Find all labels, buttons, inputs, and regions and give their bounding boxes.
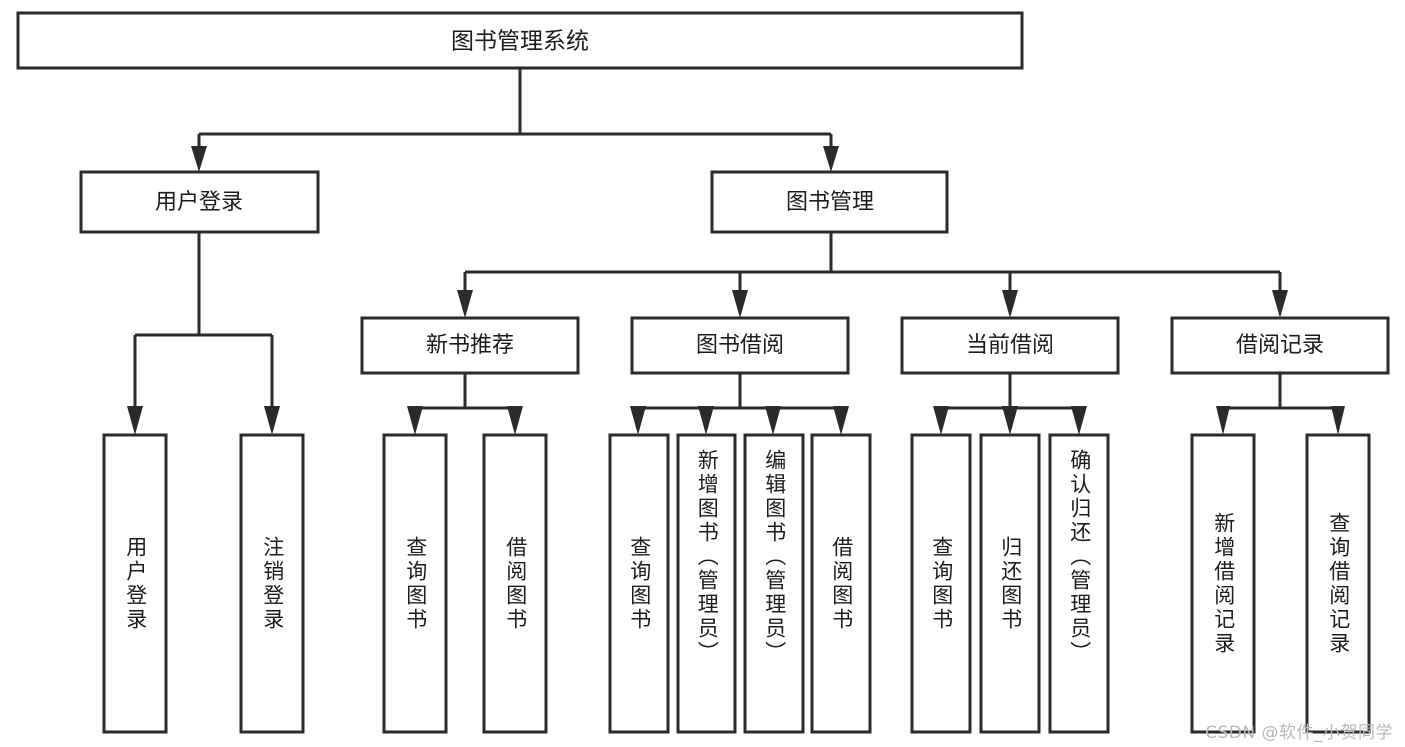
node-borrow-record[interactable]: 借阅记录 [1170, 316, 1390, 375]
leaf-box-borrow-book-a[interactable] [482, 433, 548, 734]
node-new-book-recommend[interactable]: 新书推荐 [360, 316, 580, 375]
arrow-head-leaf-query-book-a [407, 406, 423, 435]
arrow-head-user-login [191, 146, 207, 172]
node-user-login-label: 用户登录 [155, 190, 243, 215]
node-current-borrow-box[interactable] [900, 316, 1120, 375]
arrow-head-leaf-confirm-return [1071, 406, 1087, 435]
arrow-head-leaf-add-record [1216, 406, 1230, 435]
node-current-borrow[interactable]: 当前借阅 [900, 316, 1120, 375]
connector-group-book-borrow-to-leaves [630, 373, 849, 435]
arrow-head-leaf-return-book [1002, 406, 1018, 435]
connector-group-current-borrow-to-leaves [933, 373, 1087, 435]
leaf-box-query-record[interactable] [1305, 433, 1371, 734]
arrow-head-leaf-borrow-book-b [833, 406, 849, 435]
arrow-head-leaf-logout [264, 406, 280, 435]
leaf-boxes-new-book-recommend [382, 433, 548, 734]
leaf-box-query-book-a[interactable] [382, 433, 448, 734]
node-book-borrow-label: 图书借阅 [696, 333, 784, 358]
leaf-boxes-borrow-record [1190, 433, 1371, 734]
leaf-box-query-book-c[interactable] [910, 433, 972, 734]
node-root-label: 图书管理系统 [451, 29, 589, 55]
node-new-book-recommend-box[interactable] [360, 316, 580, 375]
node-book-manage[interactable]: 图书管理 [710, 170, 949, 234]
node-root-box[interactable] [16, 11, 1024, 70]
arrow-head-current-borrow [1002, 290, 1018, 318]
connector-group-book-manage-to-level3 [457, 232, 1288, 318]
node-borrow-record-label: 借阅记录 [1236, 333, 1324, 358]
leaf-box-add-record[interactable] [1190, 433, 1256, 734]
arrow-head-new-book-recommend [457, 290, 473, 318]
node-book-borrow[interactable]: 图书借阅 [630, 316, 850, 375]
leaf-boxes-user-login [102, 433, 305, 734]
connector-group-root-to-level2 [191, 68, 839, 172]
arrow-head-leaf-borrow-book-a [507, 406, 523, 435]
node-current-borrow-label: 当前借阅 [966, 333, 1054, 358]
leaf-box-user-login[interactable] [102, 433, 168, 734]
connector-group-borrow-record-to-leaves [1216, 373, 1345, 435]
arrow-head-leaf-user-login [127, 406, 143, 435]
connector-group-new-book-to-leaves [407, 373, 523, 435]
arrow-head-book-borrow [732, 290, 748, 318]
node-user-login[interactable]: 用户登录 [79, 170, 320, 234]
leaf-box-return-book[interactable] [979, 433, 1041, 734]
node-book-borrow-box[interactable] [630, 316, 850, 375]
arrow-head-leaf-query-book-b [630, 406, 646, 435]
leaf-boxes-current-borrow [910, 433, 1110, 734]
leaf-box-edit-book[interactable] [743, 433, 805, 734]
arrow-head-leaf-query-book-c [933, 406, 949, 435]
arrow-head-book-manage [823, 146, 839, 172]
csdn-watermark: CSDN @软件_小贺同学 [1205, 723, 1393, 743]
arrow-head-leaf-edit-book [765, 406, 781, 435]
node-new-book-recommend-label: 新书推荐 [426, 333, 514, 358]
leaf-box-add-book[interactable] [676, 433, 737, 734]
node-root[interactable]: 图书管理系统 [16, 11, 1024, 70]
leaf-box-query-book-b[interactable] [608, 433, 670, 734]
connector-group-user-login-to-leaves [127, 232, 280, 435]
node-borrow-record-box[interactable] [1170, 316, 1390, 375]
leaf-box-borrow-book-b[interactable] [810, 433, 872, 734]
node-book-manage-box[interactable] [710, 170, 949, 234]
leaf-box-logout[interactable] [239, 433, 305, 734]
node-book-manage-label: 图书管理 [786, 190, 874, 215]
arrow-head-leaf-query-record [1331, 406, 1345, 435]
arrow-head-borrow-record [1272, 290, 1288, 318]
leaf-boxes-book-borrow [608, 433, 872, 734]
leaf-box-confirm-return[interactable] [1048, 433, 1110, 734]
arrow-head-leaf-add-book [698, 406, 714, 435]
node-user-login-box[interactable] [79, 170, 320, 234]
